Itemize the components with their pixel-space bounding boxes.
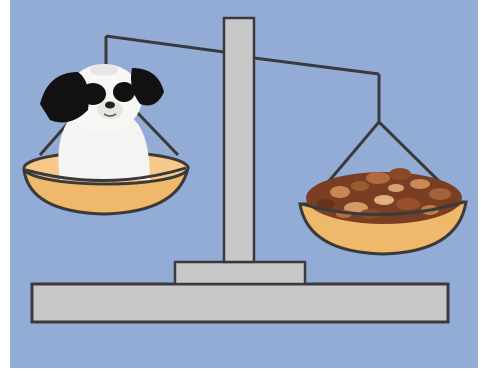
scale-pillar-foot [175, 262, 305, 284]
scale-base [32, 284, 448, 322]
scale-pillar [224, 18, 254, 262]
